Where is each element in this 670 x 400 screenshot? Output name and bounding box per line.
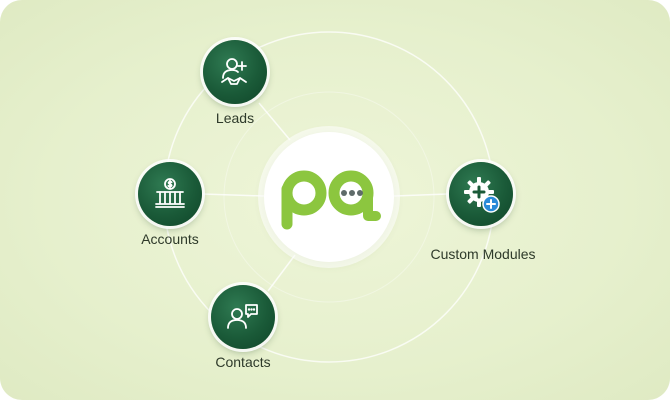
leads-node[interactable] [203, 40, 267, 104]
pa-logo-icon [281, 170, 381, 230]
contacts-node[interactable] [211, 285, 275, 349]
connector-leads [258, 102, 291, 141]
inner-ring [223, 91, 435, 303]
custom-modules-node[interactable] [449, 162, 513, 226]
user-chat-icon [227, 304, 258, 329]
connector-contacts [267, 254, 296, 292]
leads-label: Leads [215, 110, 255, 126]
connector-custom-modules [393, 193, 449, 197]
custom-modules-label: Custom Modules [430, 246, 536, 262]
center-logo-circle [264, 132, 394, 262]
gear-plus-icon [464, 177, 500, 213]
accounts-node[interactable] [138, 162, 202, 226]
bank-dollar-icon [155, 178, 185, 208]
contacts-label: Contacts [215, 354, 271, 370]
user-plus-handshake-icon [221, 58, 247, 85]
connector-accounts [201, 193, 265, 197]
accounts-label: Accounts [141, 231, 199, 247]
